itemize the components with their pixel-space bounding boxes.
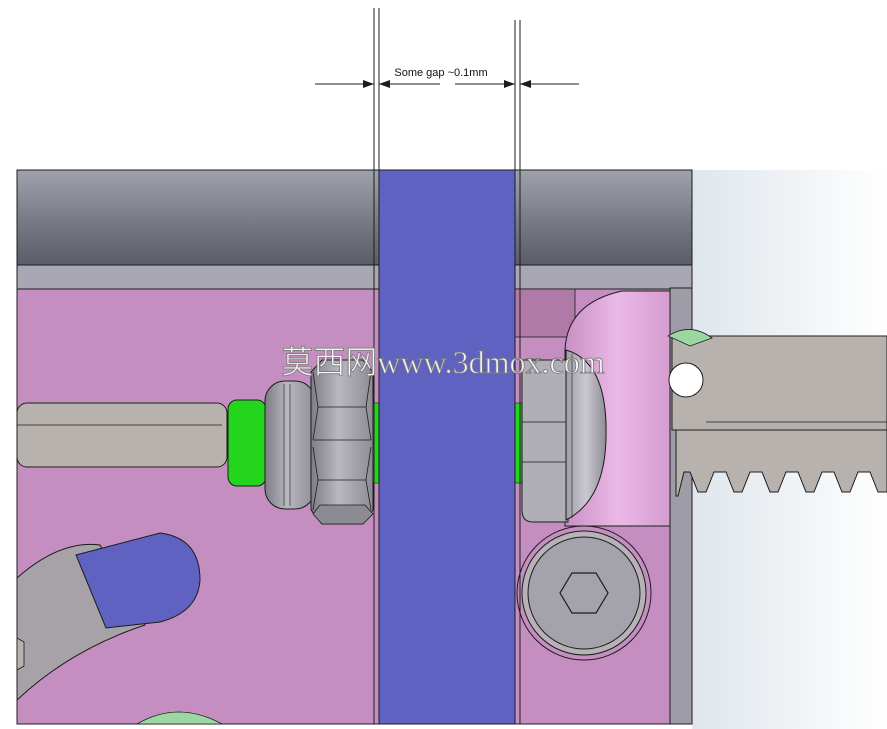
housing-right-pocket (514, 288, 576, 338)
blue-blade (378, 169, 516, 725)
dimension-arrows (315, 80, 579, 88)
green-spacer-right (514, 402, 523, 484)
bolt-shank-right (521, 359, 569, 523)
hex-nut-icon (310, 359, 374, 525)
rack-teeth (675, 429, 887, 497)
green-washer-left (227, 399, 267, 487)
rack-bar (671, 335, 887, 431)
dimension-label: Some gap ~0.1mm (394, 67, 487, 79)
bottom-green-washer (135, 711, 223, 725)
lever-blue-pad (75, 532, 201, 629)
left-rod (16, 402, 228, 468)
top-cover-lip (16, 264, 693, 290)
dome-head (565, 349, 607, 521)
green-washer-right (667, 329, 713, 347)
rack-pivot-hole (668, 362, 704, 398)
hex-socket-icon (559, 572, 609, 614)
small-hex-bolt (16, 637, 25, 671)
watermark-text: 莫西网www.3dmox.com (281, 344, 604, 380)
top-cover-bar (16, 169, 693, 266)
